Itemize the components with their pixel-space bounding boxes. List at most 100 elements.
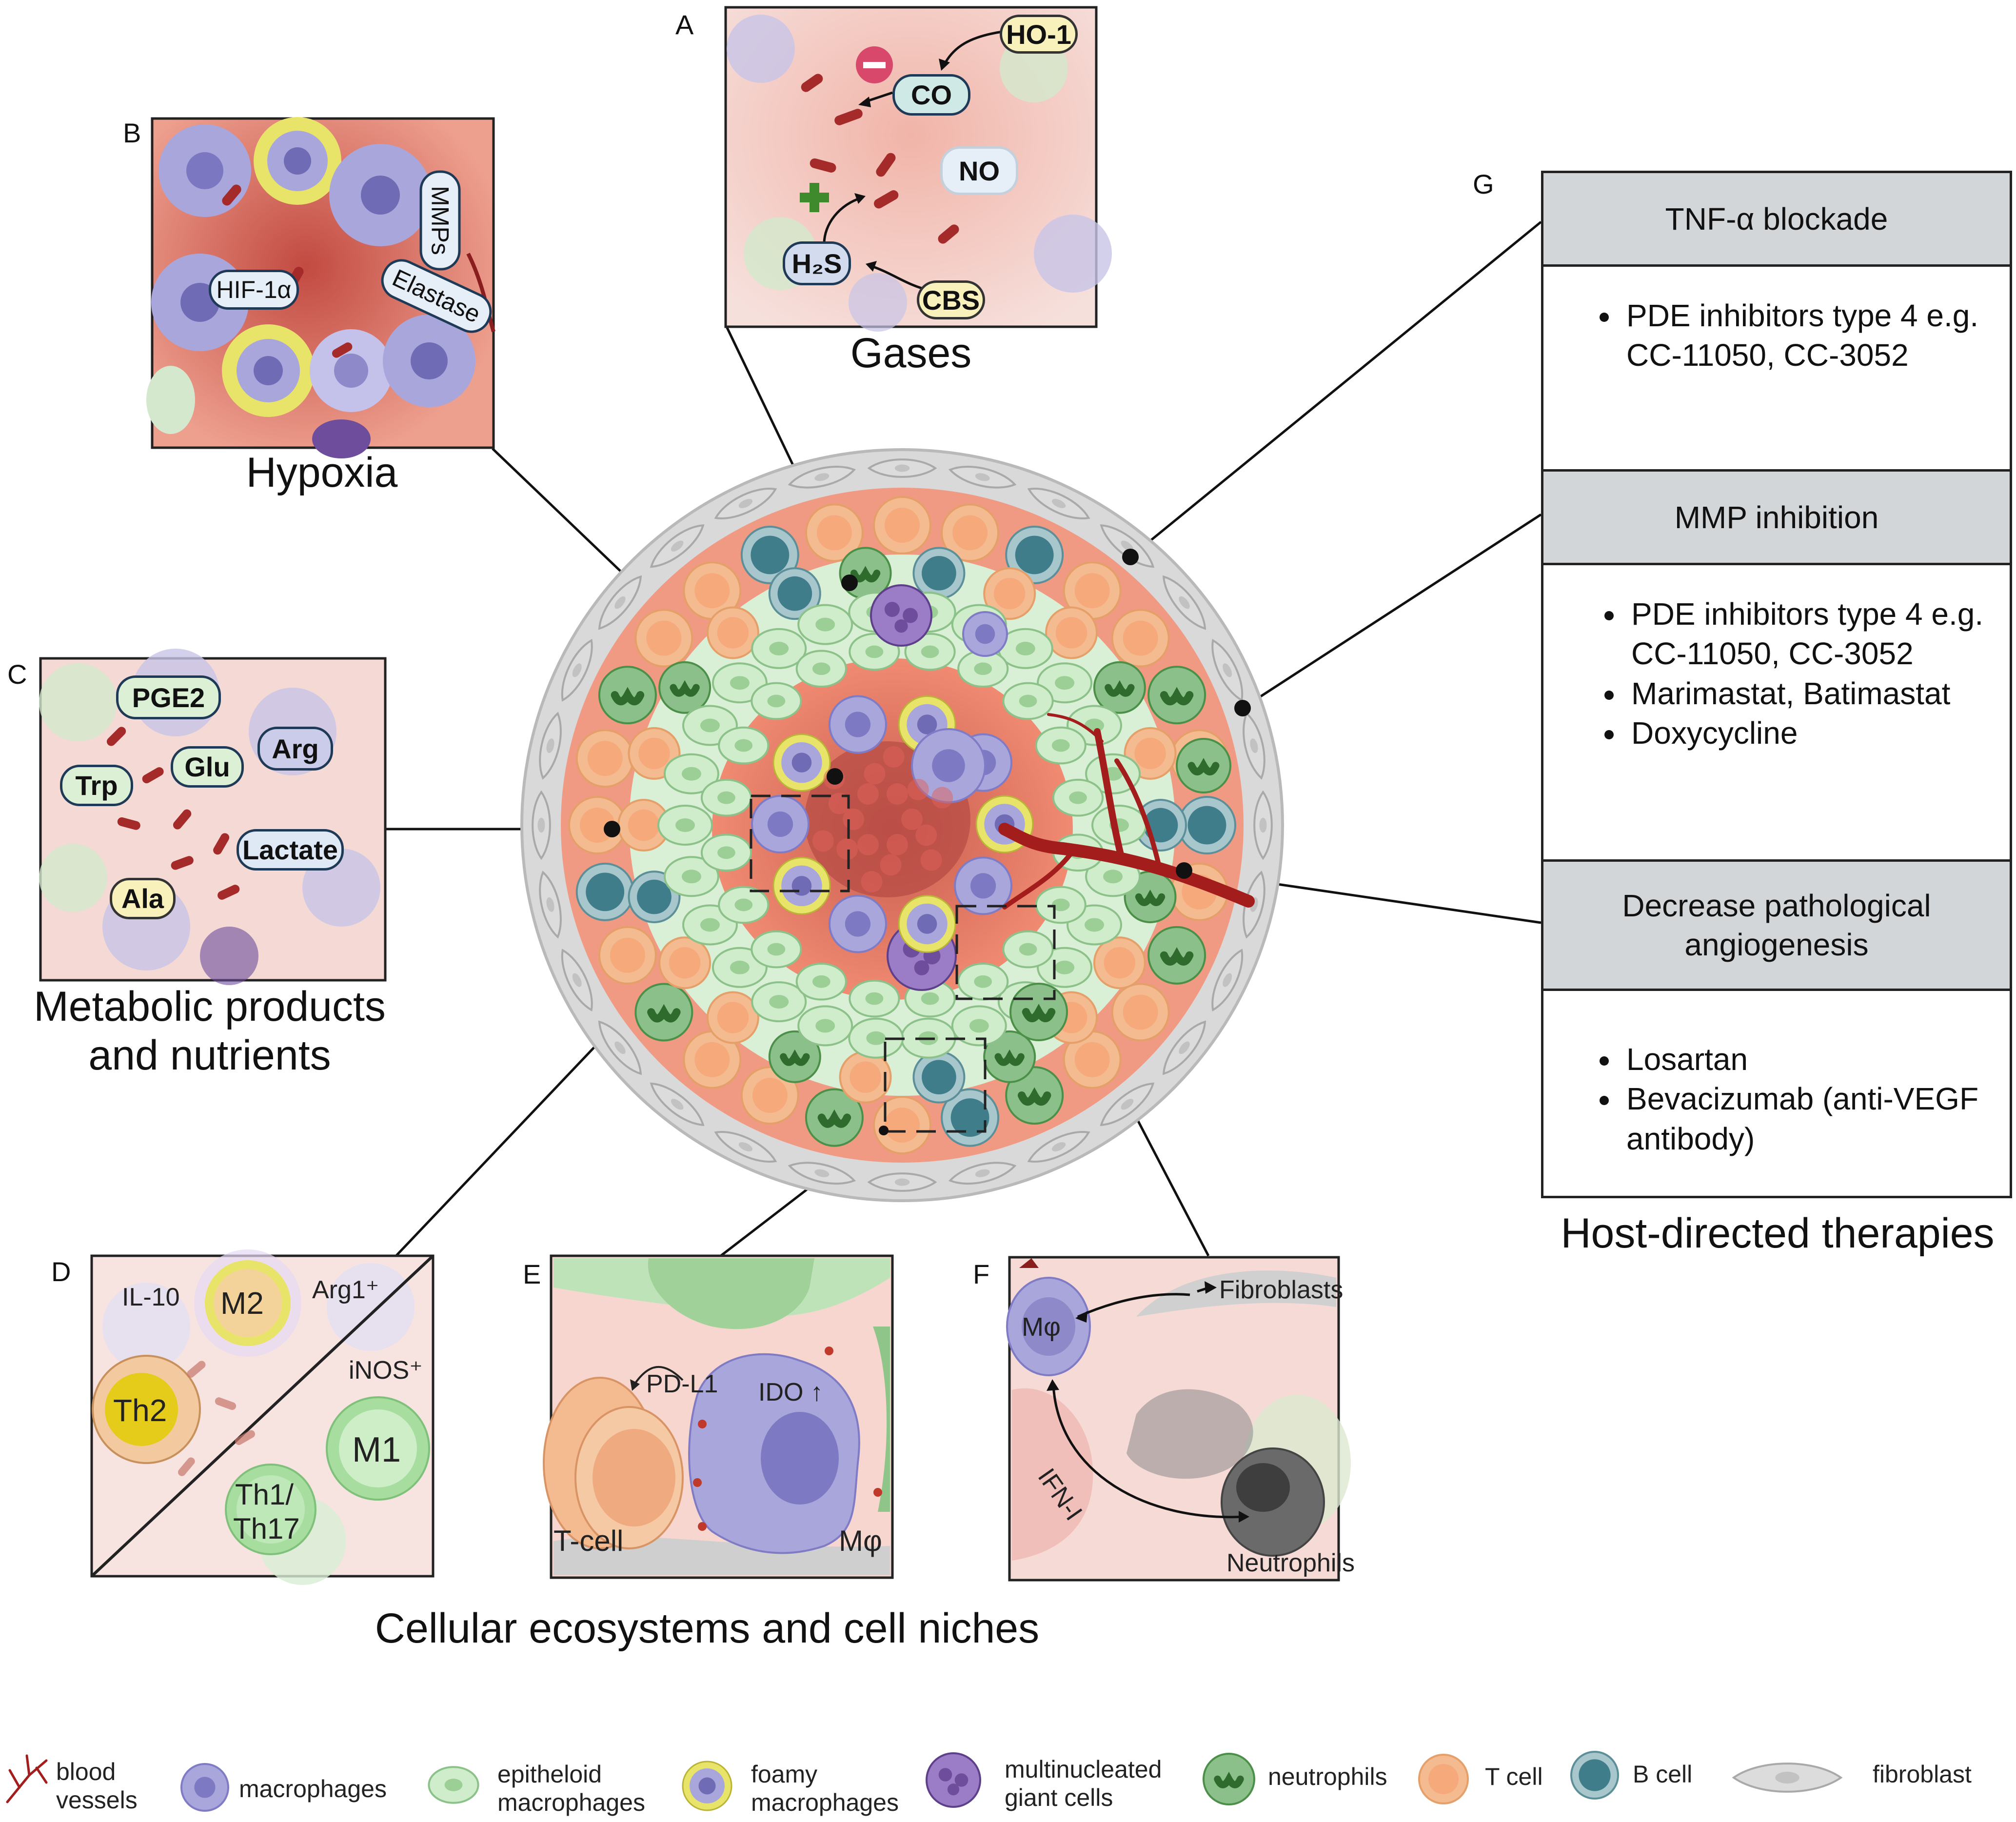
- bcell-cell: [912, 547, 966, 600]
- neutrophil-cell: [598, 666, 657, 725]
- legend-label-t-cell: T cell: [1485, 1763, 1543, 1791]
- caption-hypoxia: Hypoxia: [246, 449, 398, 496]
- fibro-cell: [1732, 1763, 1843, 1793]
- fibro-cell: [1162, 1020, 1206, 1075]
- neutrophil-cell: [634, 983, 693, 1042]
- necro-cell: [843, 809, 864, 830]
- bcell-cell: [1570, 1751, 1619, 1800]
- epi-cell: [700, 833, 752, 872]
- fibro-cell: [1243, 871, 1265, 939]
- legend-line: B cell: [1633, 1761, 1693, 1788]
- connector-dots: [604, 549, 1251, 1135]
- necro-cell: [836, 838, 858, 860]
- legend-line: foamy: [751, 1761, 818, 1788]
- label-fibroblasts: Fibroblasts: [1219, 1276, 1344, 1304]
- epi-cell: [797, 1005, 853, 1047]
- granuloma-blood-vessel: [998, 713, 1255, 910]
- label-ala: Ala: [110, 878, 176, 919]
- caption-metabolic-2: and nutrients: [88, 1032, 331, 1079]
- therapy-item: PDE inhibitors type 4 e.g. CC-11050, CC-…: [1621, 296, 1990, 376]
- bcell-cell: [740, 525, 799, 584]
- fibro-cell: [867, 1172, 937, 1192]
- panel-letter-d: D: [51, 1256, 71, 1287]
- label-pdl1: PD-L1: [646, 1370, 718, 1398]
- macrophage-cell: [751, 795, 810, 853]
- panel-letter-a: A: [675, 9, 694, 40]
- epi-cell: [1037, 947, 1093, 988]
- macrophage-cell: [954, 856, 1013, 915]
- fibro-cell: [1253, 790, 1273, 860]
- panel-a-image: [724, 6, 1112, 332]
- panel-letter-c: C: [7, 659, 27, 690]
- neutrophil-cell: [805, 1088, 864, 1147]
- macrophage-cell: [828, 894, 887, 953]
- label-m2: M2: [220, 1286, 264, 1321]
- fibro-cell: [561, 949, 593, 1012]
- label-macrophage-f: Mφ: [1022, 1312, 1061, 1342]
- giant-cell: [926, 1752, 981, 1808]
- macrophage-cell: [962, 611, 1008, 657]
- legend-line: giant cells: [1005, 1783, 1113, 1811]
- tcell-cell: [575, 729, 634, 788]
- fibro-cell: [867, 458, 937, 478]
- epi-cell: [751, 628, 807, 669]
- tcell-cell: [805, 503, 864, 562]
- giant-cell: [870, 584, 932, 647]
- tcell-cell: [1418, 1754, 1469, 1804]
- fibro-cell: [788, 1162, 856, 1185]
- tcell-cell: [873, 496, 931, 555]
- epi-cell: [1002, 682, 1054, 720]
- caption-metabolic-1: Metabolic products: [34, 983, 386, 1030]
- tcell-cell: [706, 991, 759, 1044]
- neutrophil-cell: [1203, 1753, 1255, 1805]
- fibro-cell: [1243, 712, 1265, 780]
- necro-cell: [887, 783, 908, 805]
- epi-cell: [718, 886, 770, 924]
- blood-vessel-icon: [6, 1754, 48, 1803]
- necro-cell: [828, 792, 850, 814]
- tcell-cell: [1063, 1030, 1122, 1089]
- necro-cell: [915, 824, 937, 846]
- epi-cell: [700, 778, 752, 817]
- necro-cell: [864, 763, 886, 785]
- neutrophil-cell: [658, 661, 712, 714]
- panel-letter-g: G: [1473, 169, 1494, 199]
- bcell-cell: [1005, 525, 1064, 584]
- label-inos: iNOS⁺: [349, 1356, 423, 1385]
- tcell-cell: [1045, 606, 1098, 659]
- necro-cell: [931, 787, 953, 809]
- tcell-cell: [617, 799, 670, 852]
- neutrophil-cell: [1093, 661, 1146, 714]
- necro-cell: [861, 871, 883, 893]
- label-h2s: H₂S: [783, 241, 851, 285]
- fibro-cell: [714, 1131, 777, 1163]
- foamy-cell: [682, 1761, 732, 1811]
- therapy-header-angiogenesis: Decrease pathological angiogenesis: [1541, 859, 2012, 991]
- tcell-cell: [941, 503, 1000, 562]
- epi-cell: [712, 947, 768, 988]
- panel-f-image: [1006, 1256, 1351, 1582]
- necro-cell: [901, 809, 923, 830]
- legend-icons: [6, 1751, 1843, 1812]
- fibro-cell: [714, 488, 777, 519]
- label-co: CO: [892, 74, 970, 116]
- label-hif1a: HIF-1α: [209, 270, 299, 310]
- tcell-cell: [740, 1066, 799, 1125]
- neutrophil-cell: [1176, 738, 1231, 793]
- necro-cell: [920, 849, 942, 871]
- neutrophil-cell: [768, 1030, 821, 1083]
- foamy-cell: [898, 894, 956, 953]
- label-ho1: HO-1: [1000, 15, 1078, 54]
- epi-cell: [951, 1005, 1007, 1047]
- fibro-cell: [598, 575, 642, 630]
- tcell-cell: [873, 1096, 931, 1154]
- epi-cell: [663, 753, 719, 794]
- label-il10: IL-10: [122, 1283, 180, 1311]
- label-arg: Arg: [257, 727, 333, 771]
- label-mmps: MMPs: [419, 170, 461, 271]
- legend-line: blood: [56, 1758, 116, 1785]
- necro-cell: [857, 833, 879, 855]
- panel-e-image: [543, 1254, 894, 1579]
- tcell-cell: [1063, 561, 1122, 620]
- tcell-cell: [598, 926, 657, 985]
